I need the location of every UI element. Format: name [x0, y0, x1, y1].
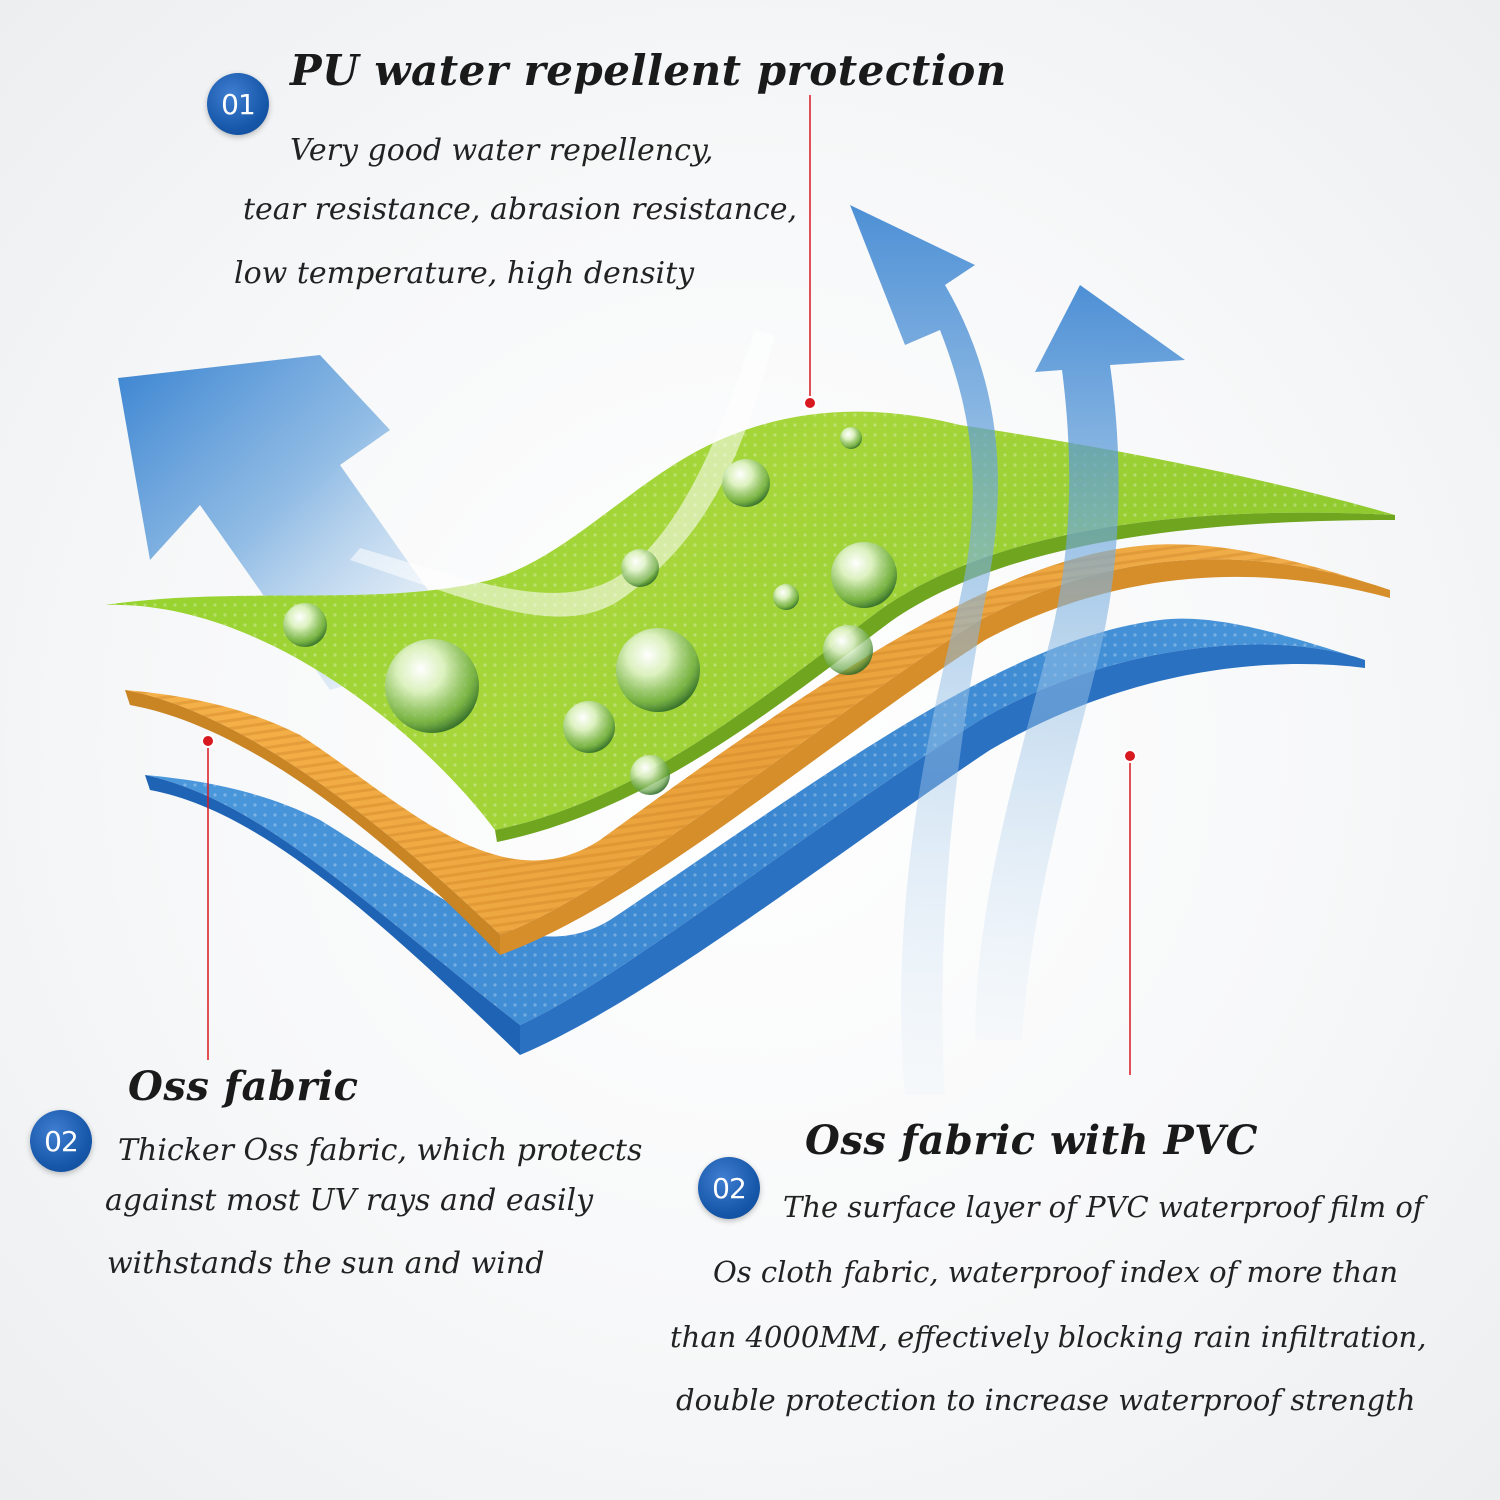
- water-droplets: [283, 427, 897, 795]
- airflow-band: [350, 330, 775, 617]
- arrow-up-right: [975, 285, 1185, 1040]
- badge-02-right: 02: [698, 1157, 760, 1219]
- pvc-desc-line-4: double protection to increase waterproof…: [676, 1383, 1416, 1417]
- pvc-desc-line-1: The surface layer of PVC waterproof film…: [783, 1190, 1424, 1224]
- arrow-up-middle: [850, 205, 998, 1095]
- pu-desc-line-2: tear resistance, abrasion resistance,: [243, 192, 798, 227]
- oss-pvc-title: Oss fabric with PVC: [805, 1117, 1259, 1164]
- pointer-lines: [201, 95, 1137, 1075]
- pvc-desc-line-3: than 4000MM, effectively blocking rain i…: [670, 1320, 1427, 1354]
- oss-title: Oss fabric: [128, 1063, 359, 1110]
- oss-desc-line-1: Thicker Oss fabric, which protects: [118, 1133, 643, 1168]
- pvc-desc-line-2: Os cloth fabric, waterproof index of mor…: [713, 1255, 1399, 1289]
- pu-desc-line-1: Very good water repellency,: [290, 133, 714, 168]
- badge-02-left: 02: [30, 1110, 92, 1172]
- pu-desc-line-3: low temperature, high density: [234, 256, 695, 291]
- oss-desc-line-2: against most UV rays and easily: [105, 1183, 594, 1218]
- oss-desc-line-3: withstands the sun and wind: [107, 1246, 545, 1281]
- pu-title: PU water repellent protection: [290, 46, 1007, 95]
- badge-01: 01: [207, 73, 269, 135]
